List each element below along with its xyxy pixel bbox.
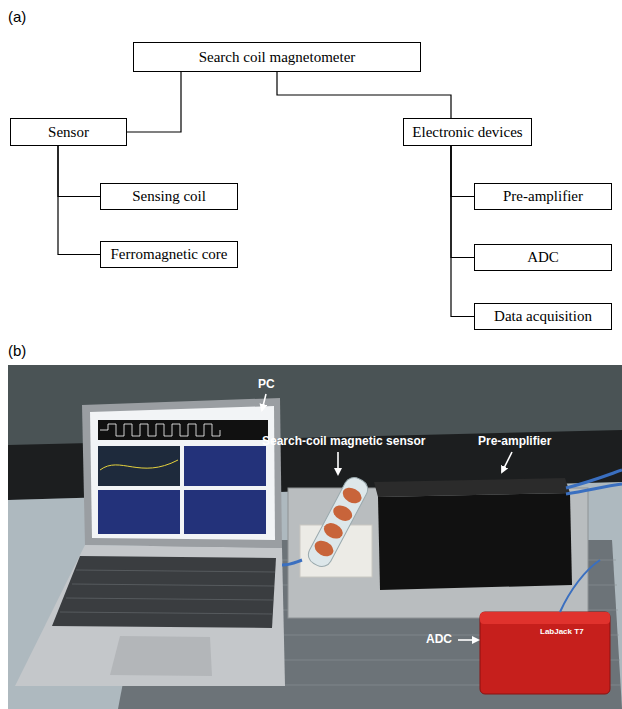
tree-box: Ferromagnetic core — [100, 241, 238, 268]
panel-letter: (b) — [8, 342, 26, 359]
tree-box: Electronic devices — [403, 118, 532, 146]
tree-box: Pre-amplifier — [474, 183, 612, 210]
photo-label: Search-coil magnetic sensor — [262, 434, 425, 448]
tree-connector — [451, 146, 474, 258]
photo-label: PC — [258, 377, 275, 391]
box-text: ADC — [527, 249, 559, 266]
photo-label: ADC — [426, 632, 452, 646]
box-text: Sensing coil — [132, 188, 206, 205]
box-text: Data acquisition — [494, 308, 592, 325]
device-marking: LabJack T7 — [540, 627, 584, 636]
tree-connector — [58, 146, 100, 255]
tree-connector — [451, 146, 474, 317]
tree-box: Sensor — [10, 118, 127, 146]
tree-box: Data acquisition — [474, 303, 612, 330]
tree-connector — [277, 72, 451, 118]
box-text: Pre-amplifier — [503, 188, 583, 205]
panel-letter: (a) — [8, 8, 26, 25]
box-text: Sensor — [48, 124, 89, 141]
box-text: Ferromagnetic core — [110, 246, 227, 263]
tree-connector — [58, 146, 100, 197]
root-box: Search coil magnetometer — [133, 42, 421, 72]
tree-connector — [451, 146, 474, 197]
box-text: Electronic devices — [412, 124, 522, 141]
tree-box: Sensing coil — [100, 183, 238, 210]
box-text: Search coil magnetometer — [199, 49, 356, 66]
photo-label: Pre-amplifier — [478, 434, 551, 448]
tree-box: ADC — [474, 244, 612, 271]
